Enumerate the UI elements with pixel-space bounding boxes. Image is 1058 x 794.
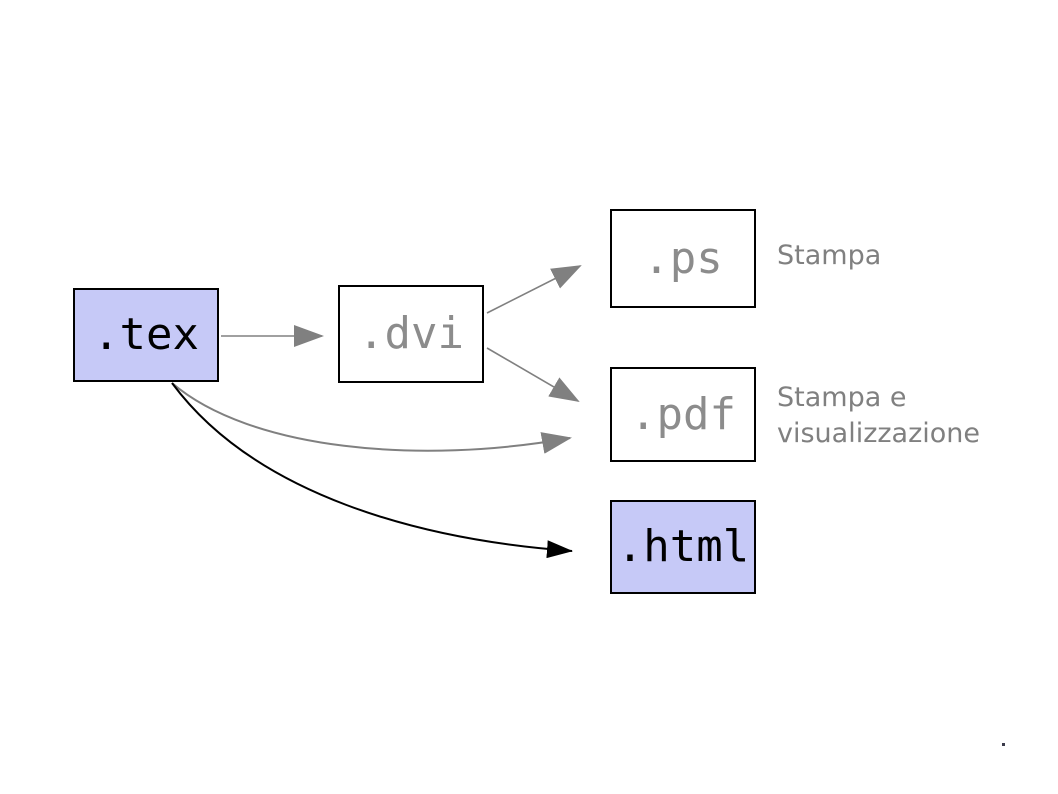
edge-tex-to-html	[171, 382, 573, 559]
stray-dot-artifact	[1002, 743, 1005, 746]
node-html-label: .html	[616, 521, 750, 572]
node-pdf[interactable]: .pdf	[610, 367, 756, 462]
edge-dvi-to-pdf	[486, 347, 580, 403]
node-dvi-label: .dvi	[358, 308, 464, 359]
edge-tex-to-pdf	[171, 382, 572, 454]
node-pdf-label: .pdf	[630, 388, 736, 440]
node-ps-label: .ps	[643, 232, 723, 284]
annotation-pdf: Stampa e visualizzazione	[777, 382, 981, 449]
node-tex[interactable]: .tex	[73, 288, 219, 382]
edge-dvi-to-ps	[486, 265, 582, 314]
node-tex-label: .tex	[93, 309, 199, 360]
node-dvi[interactable]: .dvi	[338, 285, 484, 383]
annotation-ps: Stampa	[777, 240, 882, 271]
node-ps[interactable]: .ps	[610, 209, 756, 308]
node-html[interactable]: .html	[610, 500, 756, 594]
